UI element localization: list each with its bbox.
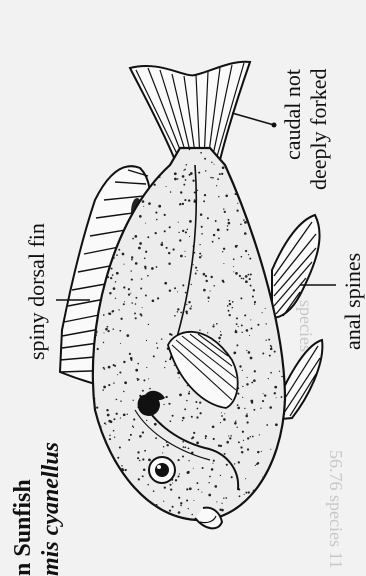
figure-title: n Sunfish [10,479,36,576]
label-caudal-line2: deeply forked [306,68,331,190]
label-caudal-line1: caudal not [280,69,305,160]
label-spiny-dorsal-fin: spiny dorsal fin [24,223,49,360]
caudal-fin [130,62,250,160]
figure-scientific-name: mis cyanellus [38,442,64,576]
leader-caudal [232,113,274,125]
label-anal-spines: anal spines [340,253,365,350]
ghost-text-b: 56.76 species 11 [326,450,346,569]
leader-caudal-dot [272,123,277,128]
eye [149,457,175,483]
